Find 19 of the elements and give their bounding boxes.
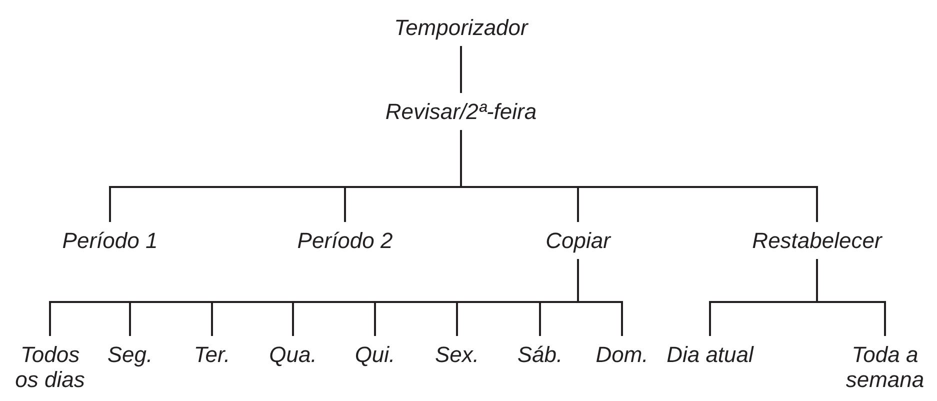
connector-line	[460, 46, 462, 93]
tree-label: Toda a semana	[844, 342, 926, 392]
tree-label: Dom.	[596, 342, 648, 367]
tree-label: Copiar	[546, 228, 610, 253]
connector-line	[460, 130, 818, 222]
tree-label: Sex.	[434, 342, 480, 367]
tree-label: Dia atual	[666, 342, 754, 367]
tree-label: Qui.	[354, 342, 396, 367]
tree-label: Restabelecer	[752, 228, 882, 253]
tree-label: Sáb.	[517, 342, 563, 367]
tree-label: Ter.	[194, 342, 230, 367]
tree-label: Qua.	[269, 342, 317, 367]
connector-line	[816, 259, 886, 336]
tree-label: Temporizador	[394, 15, 528, 40]
tree-label: Período 2	[297, 228, 393, 253]
tree-label: Seg.	[107, 342, 153, 367]
tree-label: Período 1	[62, 228, 158, 253]
tree-label: Revisar/2ª-feira	[385, 99, 537, 124]
tree-label: Todos os dias	[15, 342, 85, 392]
